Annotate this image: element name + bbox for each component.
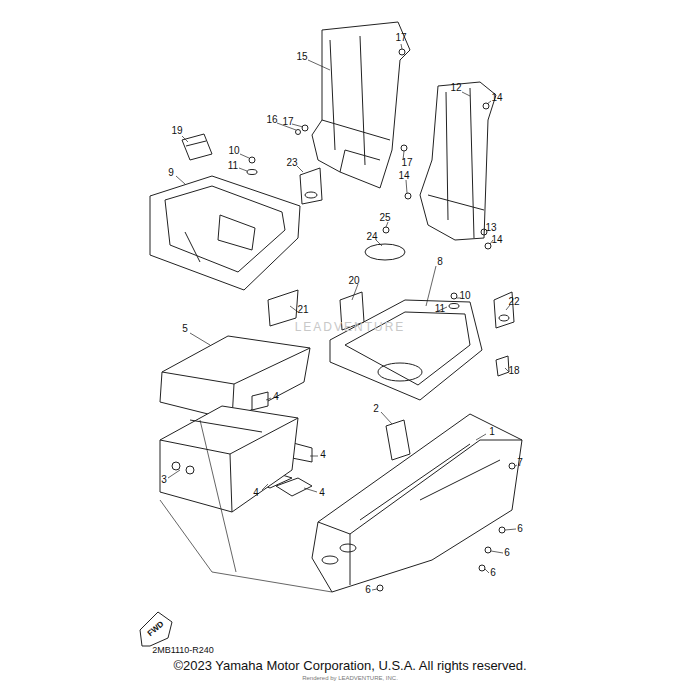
callout-number: 14 [491, 235, 502, 245]
callout-number: 9 [168, 168, 174, 178]
callout-number: 11 [228, 161, 238, 171]
copyright-caption: ©2023 Yamaha Motor Corporation, U.S.A. A… [173, 659, 526, 672]
callout-number: 23 [286, 158, 297, 168]
callout-number: 15 [296, 52, 307, 62]
callout-number: 11 [435, 304, 445, 314]
callout-number: 24 [366, 232, 377, 242]
callout-number: 4 [319, 488, 325, 498]
callout-number: 7 [517, 458, 523, 468]
callout-number: 10 [459, 291, 470, 301]
callout-number: 20 [348, 276, 359, 286]
callout-number: 14 [398, 171, 409, 181]
callout-number: 4 [320, 450, 326, 460]
render-credit: Rendered by LEADVENTURE, INC. [302, 675, 398, 681]
callout-number: 19 [171, 126, 182, 136]
callout-number: 21 [297, 305, 308, 315]
callout-number: 8 [437, 257, 443, 267]
callout-number: 16 [266, 115, 277, 125]
callout-number: 2 [373, 404, 379, 414]
callout-number: 6 [490, 568, 496, 578]
diagram-code: 2MB1110-R240 [152, 646, 214, 655]
callout-number: 4 [253, 488, 259, 498]
callout-number: 17 [395, 33, 406, 43]
callout-number: 6 [365, 585, 371, 595]
callout-number: 25 [379, 213, 390, 223]
callout-number: 5 [182, 324, 188, 334]
callout-number: 1 [489, 427, 495, 437]
callout-number: 13 [485, 223, 496, 233]
callout-number: 18 [508, 366, 519, 376]
callout-number: 17 [282, 117, 293, 127]
callout-number: 4 [273, 392, 279, 402]
callout-number: 14 [491, 93, 502, 103]
callout-number: 6 [504, 548, 510, 558]
callout-number: 22 [508, 297, 519, 307]
callout-number: 17 [401, 158, 412, 168]
watermark: LEADVENTURE [295, 321, 406, 333]
callout-number: 10 [228, 146, 239, 156]
callout-number: 12 [450, 83, 461, 93]
callout-number: 3 [161, 475, 167, 485]
callout-number: 6 [517, 524, 523, 534]
